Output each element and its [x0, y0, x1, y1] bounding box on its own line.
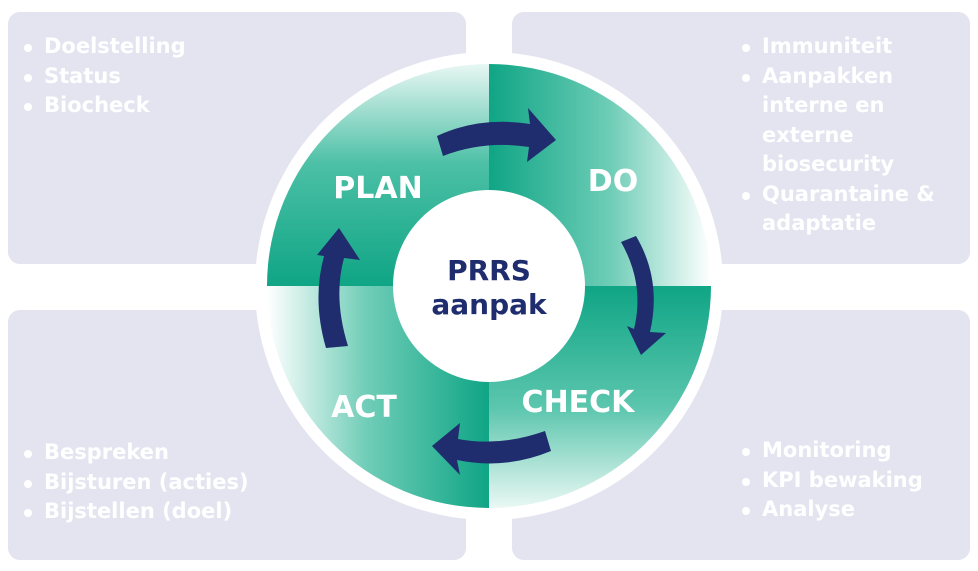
list-item-text: Bespreken	[44, 440, 169, 464]
list-item: Doelstelling	[22, 32, 186, 62]
bullet-icon	[24, 103, 32, 111]
bullet-icon	[742, 73, 750, 82]
bullet-icon	[742, 44, 750, 52]
bullet-icon	[742, 191, 750, 200]
list-item-text: Biocheck	[44, 93, 150, 117]
bullet-icon	[24, 450, 32, 458]
list-item: Aanpakken interne en externe biosecurity	[740, 62, 960, 180]
bullet-icon	[742, 448, 750, 456]
bullet-icon	[742, 507, 750, 515]
act-items-list: Bespreken Bijsturen (acties) Bijstellen …	[22, 438, 249, 527]
bullet-icon	[24, 479, 32, 488]
list-item-text: Aanpakken interne en externe biosecurity	[762, 63, 895, 177]
list-item-text: Monitoring	[762, 438, 892, 462]
list-item-text: Status	[44, 63, 121, 88]
bullet-icon	[24, 44, 32, 52]
list-item: Status	[22, 62, 186, 92]
arrow-check-to-act-icon	[432, 423, 551, 475]
check-items-list: Monitoring KPI bewaking Analyse	[740, 436, 923, 525]
list-item-text: Quarantaine & adaptatie	[762, 181, 935, 236]
list-item: Immuniteit	[740, 32, 960, 62]
list-item-text: Immuniteit	[762, 34, 893, 58]
list-item: Quarantaine & adaptatie	[740, 180, 960, 239]
bullet-icon	[24, 509, 32, 517]
list-item: Biocheck	[22, 91, 186, 121]
center-title-line2: aanpak	[431, 288, 548, 321]
check-label: CHECK	[522, 385, 637, 420]
list-item: Bijstellen (doel)	[22, 497, 249, 527]
plan-label: PLAN	[333, 171, 422, 206]
list-item: Monitoring	[740, 436, 923, 466]
bullet-icon	[24, 73, 32, 82]
list-item-text: KPI bewaking	[762, 467, 923, 492]
center-circle	[393, 190, 585, 382]
do-label: DO	[588, 164, 638, 199]
arrow-do-to-check-icon	[621, 236, 666, 355]
plan-items-list: Doelstelling Status Biocheck	[22, 32, 186, 121]
list-item-text: Bijsturen (acties)	[44, 469, 249, 494]
list-item: Bijsturen (acties)	[22, 468, 249, 498]
do-items-list: Immuniteit Aanpakken interne en externe …	[740, 32, 960, 239]
arrow-plan-to-do-icon	[437, 108, 556, 162]
center-title-line1: PRRS	[447, 254, 531, 287]
list-item: KPI bewaking	[740, 466, 923, 496]
list-item: Bespreken	[22, 438, 249, 468]
list-item-text: Analyse	[762, 497, 856, 521]
list-item-text: Doelstelling	[44, 34, 186, 58]
act-label: ACT	[331, 390, 397, 425]
arrow-act-to-plan-icon	[317, 228, 360, 348]
bullet-icon	[742, 477, 750, 486]
list-item: Analyse	[740, 495, 923, 525]
list-item-text: Bijstellen (doel)	[44, 499, 233, 523]
